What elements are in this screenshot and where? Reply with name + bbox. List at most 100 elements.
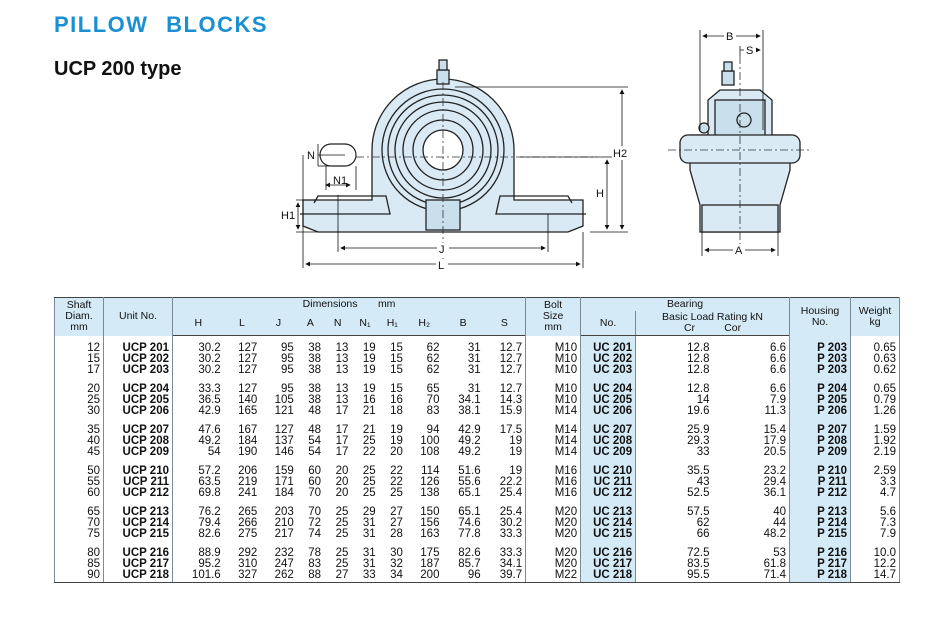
cell-dimension: 292 bbox=[238, 547, 258, 559]
cell-unit-no: UCP 207 bbox=[103, 418, 173, 436]
cell-dimension: 138 bbox=[420, 487, 440, 499]
cell-dimension: 60 bbox=[308, 465, 322, 477]
cell-dimension: 31 bbox=[467, 353, 481, 365]
cell-dimension: 17.5 bbox=[483, 418, 527, 436]
cell-cor: 23.2 bbox=[712, 459, 791, 477]
cell-cor: 15.4 bbox=[712, 418, 791, 436]
label-a: A bbox=[735, 245, 743, 257]
cell-housing-no: P 215 bbox=[789, 528, 851, 541]
cell-cor: 20.5 bbox=[712, 446, 791, 459]
cell-dimension: 127 bbox=[238, 353, 258, 365]
cell-dimension: 25 bbox=[362, 476, 376, 488]
cell-dimension: 165 bbox=[238, 405, 258, 417]
cell-cr: 66 bbox=[635, 528, 713, 541]
label-h: H bbox=[596, 188, 604, 200]
cell-dimension: 17 bbox=[335, 405, 349, 417]
cell-dimension: 12.7 bbox=[483, 335, 527, 354]
cell-dimension: 163 bbox=[420, 528, 440, 540]
cell-cr: 25.9 bbox=[635, 418, 713, 436]
cell-dimension: 19 bbox=[390, 435, 403, 447]
dim-h2: H₂ bbox=[405, 311, 443, 336]
cell-dimension: 70 bbox=[308, 487, 322, 499]
cell-dimension: 137 bbox=[274, 435, 294, 447]
cell-dimension: 146 bbox=[274, 446, 294, 458]
cell-dimension: 77.8 bbox=[458, 528, 481, 540]
cell-dimension: 15 bbox=[390, 383, 403, 395]
cell-dimension: 38 bbox=[308, 383, 322, 395]
cell-unit-no: UCP 218 bbox=[103, 569, 173, 583]
cell-dimension: 210 bbox=[274, 517, 294, 529]
cell-cr: 62 bbox=[635, 517, 713, 529]
cell-cor: 36.1 bbox=[712, 487, 791, 500]
cell-housing-no: P 204 bbox=[789, 377, 851, 395]
col-bearing: Bearing bbox=[580, 297, 790, 311]
cell-dimension: 25 bbox=[335, 506, 349, 518]
cell-weight: 3.3 bbox=[850, 476, 900, 488]
cell-dimension: 262 bbox=[260, 569, 297, 583]
cell-cr: 43 bbox=[635, 476, 713, 488]
cell-dimension: 54 bbox=[171, 446, 224, 459]
cell-dimension: 159 bbox=[274, 465, 294, 477]
cell-dimension: 49.2 bbox=[458, 435, 481, 447]
cell-dimension: 74.6 bbox=[458, 517, 481, 529]
label-s: S bbox=[746, 45, 753, 57]
cell-dimension: 28 bbox=[390, 528, 403, 540]
cell-dimension: 25 bbox=[335, 547, 349, 559]
cell-dimension: 108 bbox=[420, 446, 440, 458]
cell-dimension: 18 bbox=[390, 405, 403, 417]
dim-n: N bbox=[324, 311, 352, 336]
cell-bearing-no: UC 212 bbox=[580, 487, 637, 500]
cell-dimension: 247 bbox=[274, 558, 294, 570]
cell-dimension: 83 bbox=[308, 558, 322, 570]
cell-weight: 7.9 bbox=[850, 528, 900, 541]
cell-dimension: 27 bbox=[390, 506, 403, 518]
cell-dimension: 31 bbox=[467, 364, 481, 376]
cell-dimension: 127 bbox=[238, 364, 258, 376]
cell-shaft: 30 bbox=[54, 405, 104, 418]
cell-dimension: 25.4 bbox=[483, 500, 527, 518]
cell-shaft: 17 bbox=[54, 364, 104, 377]
cell-cr: 52.5 bbox=[635, 487, 713, 500]
cell-dimension: 100 bbox=[420, 435, 440, 447]
cell-bearing-no: UC 205 bbox=[580, 394, 637, 406]
cell-dimension: 232 bbox=[274, 547, 294, 559]
cell-dimension: 19 bbox=[362, 342, 376, 354]
cell-dimension: 190 bbox=[238, 446, 258, 458]
cell-unit-no: UCP 204 bbox=[103, 377, 173, 395]
cell-dimension: 20 bbox=[335, 465, 349, 477]
cell-bearing-no: UC 217 bbox=[580, 558, 637, 570]
cell-bearing-no: UC 204 bbox=[580, 377, 637, 395]
cell-dimension: 19 bbox=[362, 383, 376, 395]
cell-dimension: 30.2 bbox=[171, 364, 224, 377]
cell-dimension: 47.6 bbox=[171, 418, 224, 436]
cell-dimension: 95 bbox=[281, 364, 294, 376]
cell-cor: 6.6 bbox=[712, 364, 791, 377]
cell-dimension: 126 bbox=[420, 476, 440, 488]
cell-dimension: 22 bbox=[362, 446, 376, 458]
cell-bolt: M20 bbox=[525, 541, 582, 559]
cell-housing-no: P 210 bbox=[789, 459, 851, 477]
cell-dimension: 200 bbox=[405, 569, 443, 583]
cell-dimension: 13 bbox=[335, 342, 349, 354]
cell-cor: 40 bbox=[712, 500, 791, 518]
cell-dimension: 51.6 bbox=[458, 465, 481, 477]
cell-dimension: 241 bbox=[238, 487, 258, 499]
cell-dimension: 13 bbox=[335, 383, 349, 395]
cell-dimension: 184 bbox=[274, 487, 294, 499]
cell-dimension: 19 bbox=[362, 364, 376, 376]
cell-dimension: 266 bbox=[238, 517, 258, 529]
cell-weight: 1.92 bbox=[850, 435, 900, 447]
cell-dimension: 33.3 bbox=[483, 541, 527, 559]
cell-dimension: 65.1 bbox=[458, 487, 481, 499]
label-h1: H1 bbox=[281, 210, 295, 222]
